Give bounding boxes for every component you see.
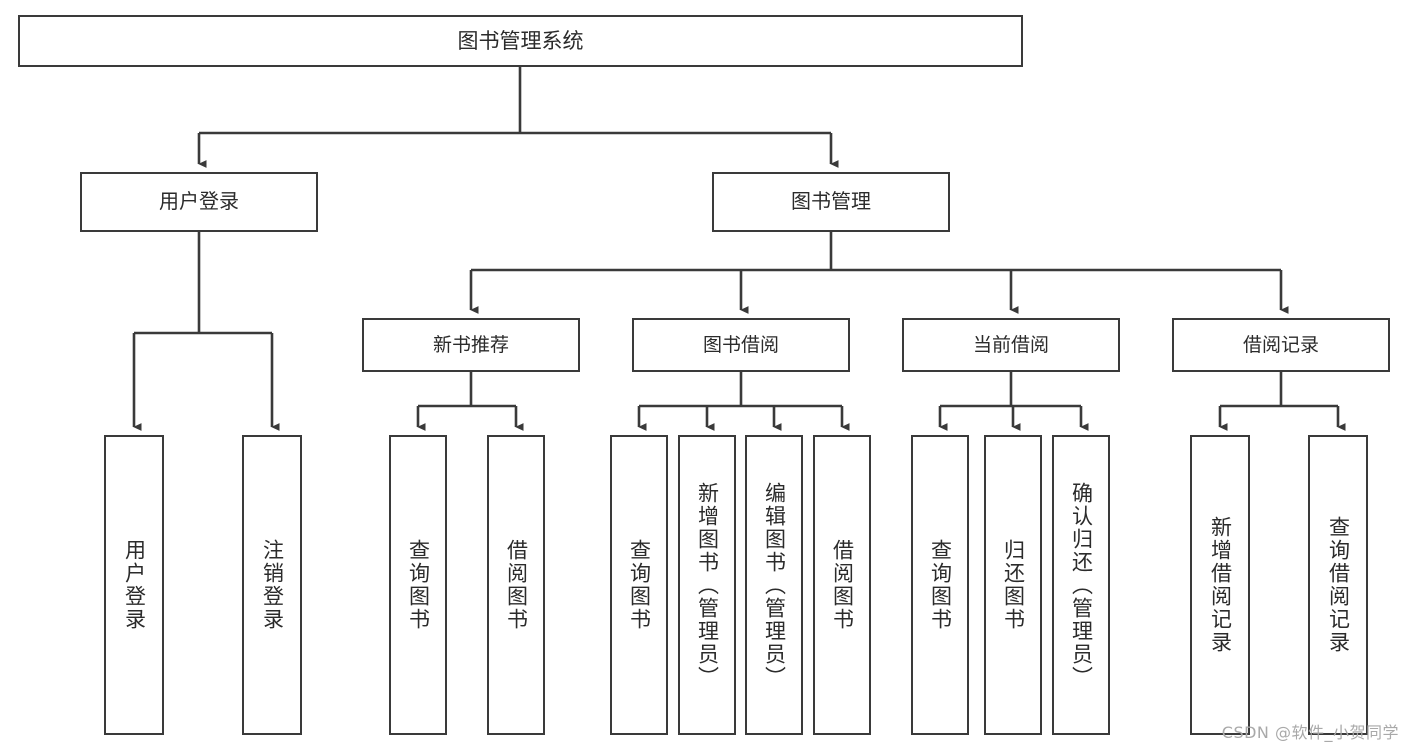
- edge-book-manage-to-groups: [469, 232, 1289, 314]
- node-root[interactable]: 图书管理系统: [18, 15, 1023, 67]
- node-leaf-add-book-label: 新增图书（管理员）: [695, 481, 720, 689]
- edge-root-to-branches: [197, 67, 839, 168]
- node-leaf-query-book-1[interactable]: 查询图书: [389, 435, 447, 735]
- node-leaf-return-book-label: 归还图书: [1001, 539, 1026, 631]
- node-leaf-user-login[interactable]: 用户登录: [104, 435, 164, 735]
- edge-new-book-recommend-to-leaves: [416, 372, 524, 431]
- node-current-borrow[interactable]: 当前借阅: [902, 318, 1120, 372]
- node-leaf-add-record[interactable]: 新增借阅记录: [1190, 435, 1250, 735]
- node-leaf-user-logout-label: 注销登录: [260, 539, 285, 631]
- edge-current-borrow-to-leaves: [938, 372, 1089, 431]
- node-leaf-edit-book-label: 编辑图书（管理员）: [762, 481, 787, 689]
- watermark-text: CSDN @软件_小贺同学: [1221, 723, 1399, 742]
- node-leaf-edit-book[interactable]: 编辑图书（管理员）: [745, 435, 803, 735]
- node-leaf-confirm-return-label: 确认归还（管理员）: [1069, 481, 1094, 689]
- node-leaf-query-book-3-label: 查询图书: [928, 539, 953, 631]
- node-leaf-return-book[interactable]: 归还图书: [984, 435, 1042, 735]
- node-borrow-record-label: 借阅记录: [1242, 333, 1319, 356]
- node-leaf-query-record[interactable]: 查询借阅记录: [1308, 435, 1368, 735]
- node-leaf-query-record-label: 查询借阅记录: [1326, 516, 1351, 654]
- node-leaf-add-book[interactable]: 新增图书（管理员）: [678, 435, 736, 735]
- node-new-book-recommend-label: 新书推荐: [432, 333, 509, 356]
- node-leaf-confirm-return[interactable]: 确认归还（管理员）: [1052, 435, 1110, 735]
- node-leaf-query-book-3[interactable]: 查询图书: [911, 435, 969, 735]
- node-book-borrow[interactable]: 图书借阅: [632, 318, 850, 372]
- node-borrow-record[interactable]: 借阅记录: [1172, 318, 1390, 372]
- node-leaf-query-book-1-label: 查询图书: [406, 539, 431, 631]
- node-leaf-borrow-book-1-label: 借阅图书: [504, 539, 529, 631]
- node-leaf-borrow-book-2[interactable]: 借阅图书: [813, 435, 871, 735]
- node-current-borrow-label: 当前借阅: [972, 333, 1049, 356]
- node-leaf-borrow-book-1[interactable]: 借阅图书: [487, 435, 545, 735]
- node-book-borrow-label: 图书借阅: [702, 333, 779, 356]
- node-book-manage[interactable]: 图书管理: [712, 172, 950, 232]
- node-user-login-label: 用户登录: [159, 189, 239, 214]
- node-leaf-query-book-2-label: 查询图书: [627, 539, 652, 631]
- node-root-label: 图书管理系统: [457, 28, 584, 53]
- edge-book-borrow-to-leaves: [637, 372, 850, 431]
- node-leaf-user-login-label: 用户登录: [122, 539, 147, 631]
- node-leaf-borrow-book-2-label: 借阅图书: [830, 539, 855, 631]
- node-user-login[interactable]: 用户登录: [80, 172, 318, 232]
- node-book-manage-label: 图书管理: [791, 189, 871, 214]
- node-leaf-user-logout[interactable]: 注销登录: [242, 435, 302, 735]
- edge-borrow-record-to-leaves: [1218, 372, 1346, 431]
- node-leaf-add-record-label: 新增借阅记录: [1208, 516, 1233, 654]
- edge-user-login-to-leaves: [132, 232, 280, 431]
- node-new-book-recommend[interactable]: 新书推荐: [362, 318, 580, 372]
- node-leaf-query-book-2[interactable]: 查询图书: [610, 435, 668, 735]
